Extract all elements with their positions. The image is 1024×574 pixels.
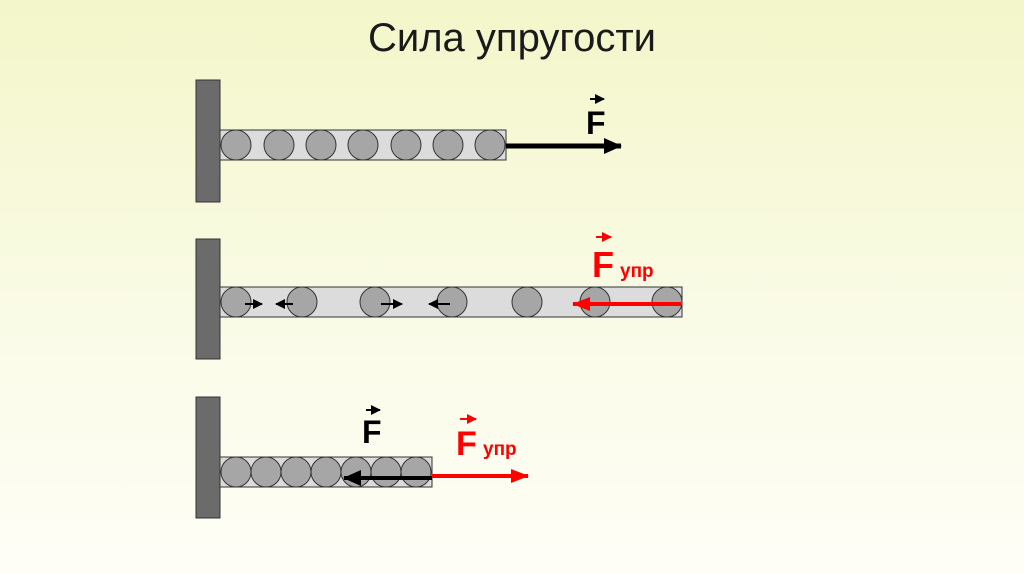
rod-particles (220, 129, 506, 161)
scene-compressed: F F упр (195, 396, 529, 519)
elastic-force-symbol: F (456, 425, 477, 463)
elastic-force-label: F упр (592, 232, 654, 285)
elastic-force-symbol: F (592, 244, 614, 285)
elastic-force-label: F упр (456, 414, 517, 463)
rod-particles (220, 286, 683, 318)
wall (195, 396, 221, 519)
scene-stretched-external: F (195, 79, 622, 203)
force-symbol: F (362, 414, 382, 450)
scene-stretched-elastic: F упр (195, 232, 683, 360)
force-label: F (362, 405, 382, 450)
page-title: Сила упругости (367, 16, 656, 60)
wall (195, 238, 221, 360)
force-label: F (586, 94, 606, 141)
elastic-force-subscript: упр (620, 261, 654, 282)
elastic-force-subscript: упр (483, 439, 517, 460)
force-symbol: F (586, 105, 606, 141)
wall (195, 79, 221, 203)
